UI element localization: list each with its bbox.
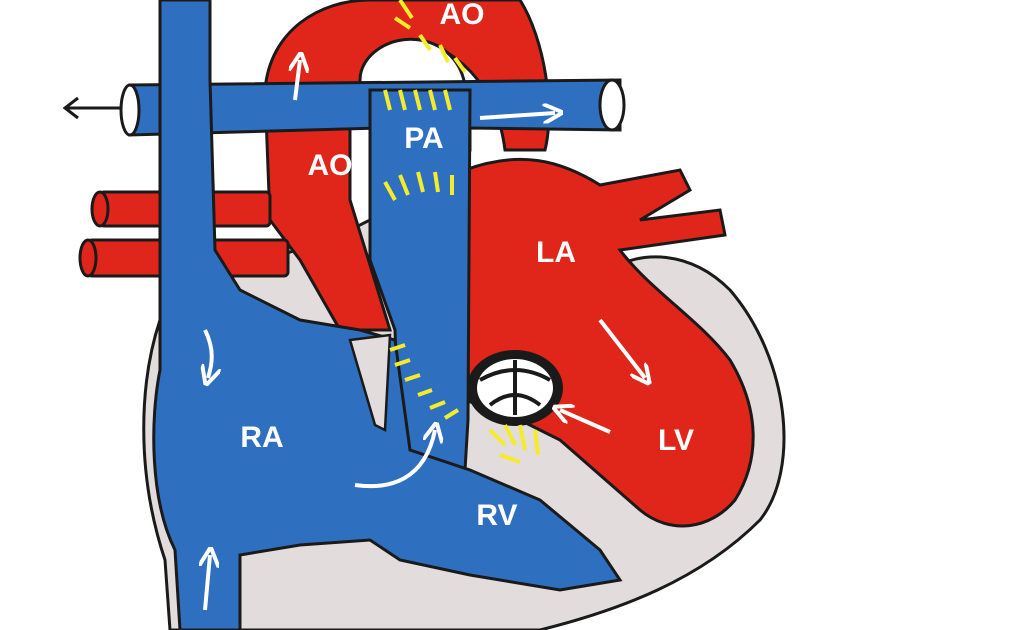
label-rv: RV	[476, 499, 517, 532]
flow-arrows	[205, 60, 645, 611]
right-heart-blue	[152, 0, 623, 630]
white-arrow-icon	[205, 329, 212, 378]
white-arrow-icon	[598, 318, 645, 378]
label-lv: LV	[658, 424, 694, 457]
white-arrow-icon	[354, 430, 435, 489]
label-ao-left: AO	[308, 149, 353, 182]
white-arrow-icon	[479, 113, 555, 118]
black-arrow-left-icon	[62, 96, 122, 120]
label-la: LA	[536, 236, 576, 269]
label-ra: RA	[240, 421, 283, 454]
white-arrow-icon	[295, 60, 300, 101]
label-ao-top: AO	[440, 0, 485, 31]
ductus-hatching	[383, 0, 540, 464]
white-arrow-icon	[205, 555, 210, 611]
left-heart-red	[463, 157, 755, 528]
white-arrow-icon	[560, 410, 611, 434]
label-pa: PA	[404, 122, 443, 155]
septal-notch	[348, 333, 392, 432]
valve-icon	[467, 350, 563, 426]
